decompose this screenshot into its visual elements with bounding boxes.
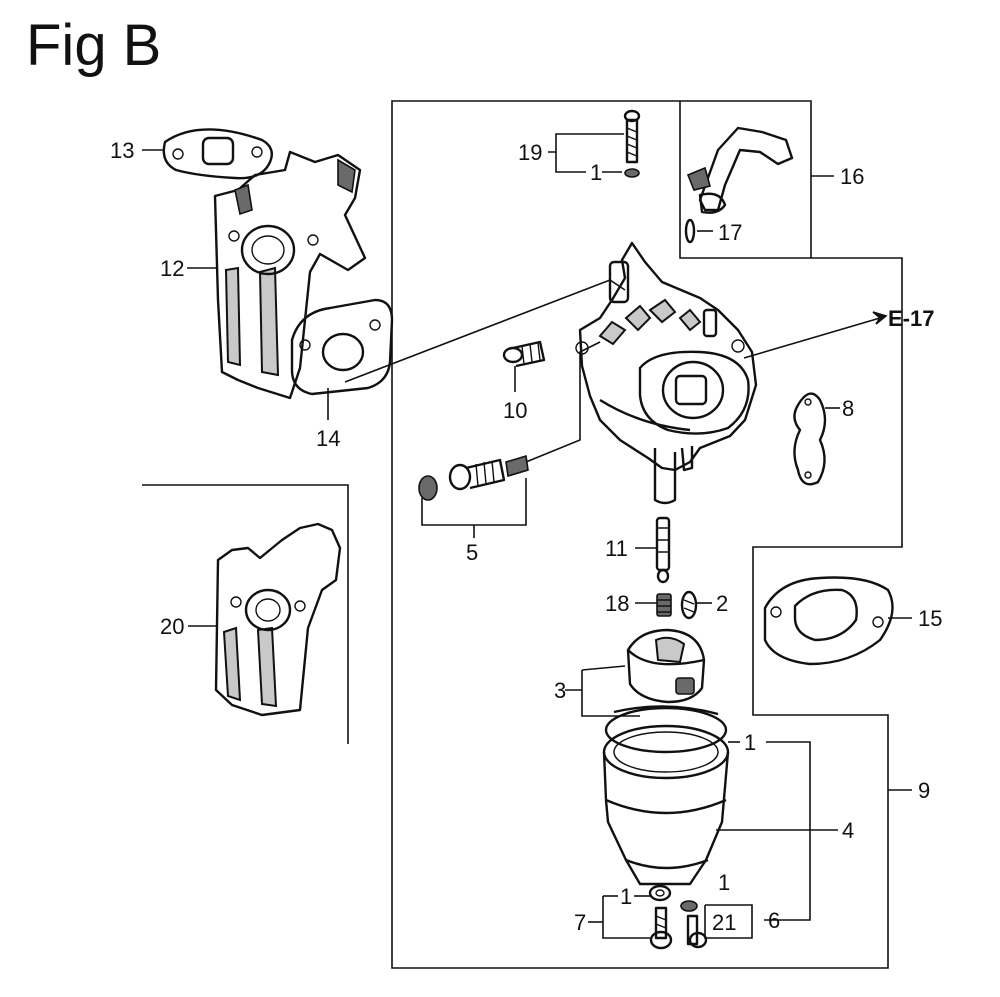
washer-1-drain xyxy=(648,884,672,902)
callout-19: 19 xyxy=(518,140,542,165)
pin-17 xyxy=(684,218,696,244)
gasket-8 xyxy=(793,392,827,486)
callout-12: 12 xyxy=(160,256,184,281)
figure-title: Fig B xyxy=(26,13,162,78)
alternate-part-frame xyxy=(142,484,349,744)
callout-1-screw: 1 xyxy=(718,870,730,895)
callout-20: 20 xyxy=(160,614,184,639)
callout-5: 5 xyxy=(466,540,478,565)
air-cleaner-gasket-15 xyxy=(763,576,894,666)
callout-1-bowl: 1 xyxy=(744,730,756,755)
callout-9: 9 xyxy=(918,778,930,803)
callout-10: 10 xyxy=(503,398,527,423)
callout-16: 16 xyxy=(840,164,864,189)
pilot-screw-10 xyxy=(502,340,546,368)
callout-21: 21 xyxy=(712,910,736,935)
leader-lines xyxy=(142,133,912,939)
callout-2: 2 xyxy=(716,591,728,616)
choke-lever-16 xyxy=(686,126,794,214)
nozzle-11 xyxy=(655,516,671,584)
jet-18 xyxy=(656,593,672,617)
callout-13: 13 xyxy=(110,138,134,163)
insulator-gasket-13 xyxy=(162,128,273,180)
float-chamber-4 xyxy=(602,705,730,886)
float-3 xyxy=(626,628,706,704)
washer-1-top xyxy=(624,168,640,178)
callout-14: 14 xyxy=(316,426,340,451)
callout-1-top: 1 xyxy=(590,160,602,185)
carburetor-body xyxy=(575,241,758,505)
screw-2 xyxy=(680,590,698,620)
carburetor-gasket-14 xyxy=(290,298,394,396)
callout-6: 6 xyxy=(768,908,780,933)
callout-18: 18 xyxy=(605,591,629,616)
carburetor-assembly-frame xyxy=(391,100,903,969)
alternate-insulator-20 xyxy=(214,522,342,717)
callout-e17-reference: E-17 xyxy=(888,306,934,331)
callout-11: 11 xyxy=(605,536,628,561)
gasket-1-bowl xyxy=(604,706,728,754)
drain-bolt-7 xyxy=(649,906,673,950)
washer-1-screw xyxy=(680,900,698,912)
callout-7: 7 xyxy=(574,910,586,935)
callout-17: 17 xyxy=(718,220,742,245)
screw-19 xyxy=(623,109,641,164)
callout-15: 15 xyxy=(918,606,942,631)
callout-4: 4 xyxy=(842,818,854,843)
carburetor-insulator-12 xyxy=(213,150,367,400)
callout-8: 8 xyxy=(842,396,854,421)
callout-3: 3 xyxy=(554,678,566,703)
callout-1-drain: 1 xyxy=(620,884,632,909)
pilot-screw-set-5 xyxy=(418,454,529,501)
drain-screw-6 xyxy=(686,914,708,949)
